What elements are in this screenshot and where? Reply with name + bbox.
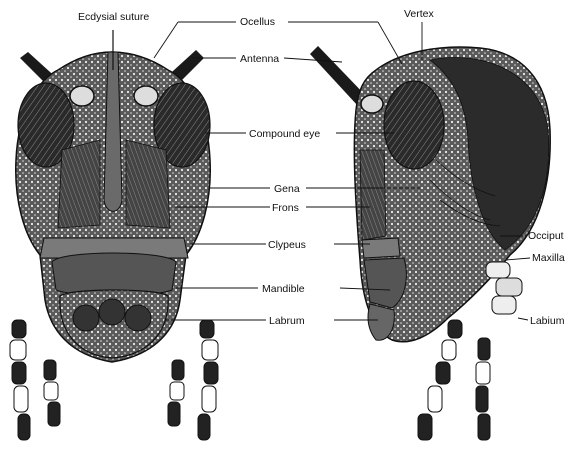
front-left-antennal-socket [70, 86, 94, 106]
label-ocellus: Ocellus [240, 16, 275, 28]
side-antennal-socket [361, 95, 383, 113]
side-clypeus [362, 238, 400, 258]
side-mandible [364, 258, 406, 308]
label-occiput: Occiput [528, 230, 564, 242]
label-gena: Gena [274, 183, 300, 195]
leader-ocellus-right-diag [378, 22, 402, 64]
front-labrum-lobe [99, 299, 125, 325]
side-labial-palp [418, 320, 490, 440]
label-antenna: Antenna [240, 53, 279, 65]
label-clypeus: Clypeus [268, 239, 306, 251]
side-view-head [310, 46, 550, 440]
label-vertex: Vertex [404, 8, 435, 20]
front-labrum-lobe [73, 305, 99, 331]
label-maxilla: Maxilla [532, 252, 565, 264]
leader-maxilla [506, 258, 530, 260]
label-labium: Labium [530, 315, 565, 327]
leader-labium [518, 318, 528, 320]
front-right-palp [168, 320, 218, 440]
label-ecdysial-suture: Ecdysial suture [78, 11, 149, 23]
front-labrum-lobe [125, 305, 151, 331]
label-mandible: Mandible [262, 283, 305, 295]
front-view-head [10, 30, 218, 440]
leader-ocellus-left-diag [154, 22, 178, 58]
side-maxilla [486, 262, 522, 314]
front-right-antennal-socket [134, 86, 158, 106]
label-frons: Frons [272, 202, 299, 214]
front-frons-left [58, 140, 100, 228]
front-frons-right [126, 140, 170, 228]
side-frons [360, 150, 386, 240]
label-compound-eye: Compound eye [249, 128, 320, 140]
label-labrum: Labrum [269, 315, 305, 327]
front-left-palp [10, 320, 60, 440]
leader-antenna-right [284, 58, 342, 62]
side-compound-eye [384, 81, 444, 169]
